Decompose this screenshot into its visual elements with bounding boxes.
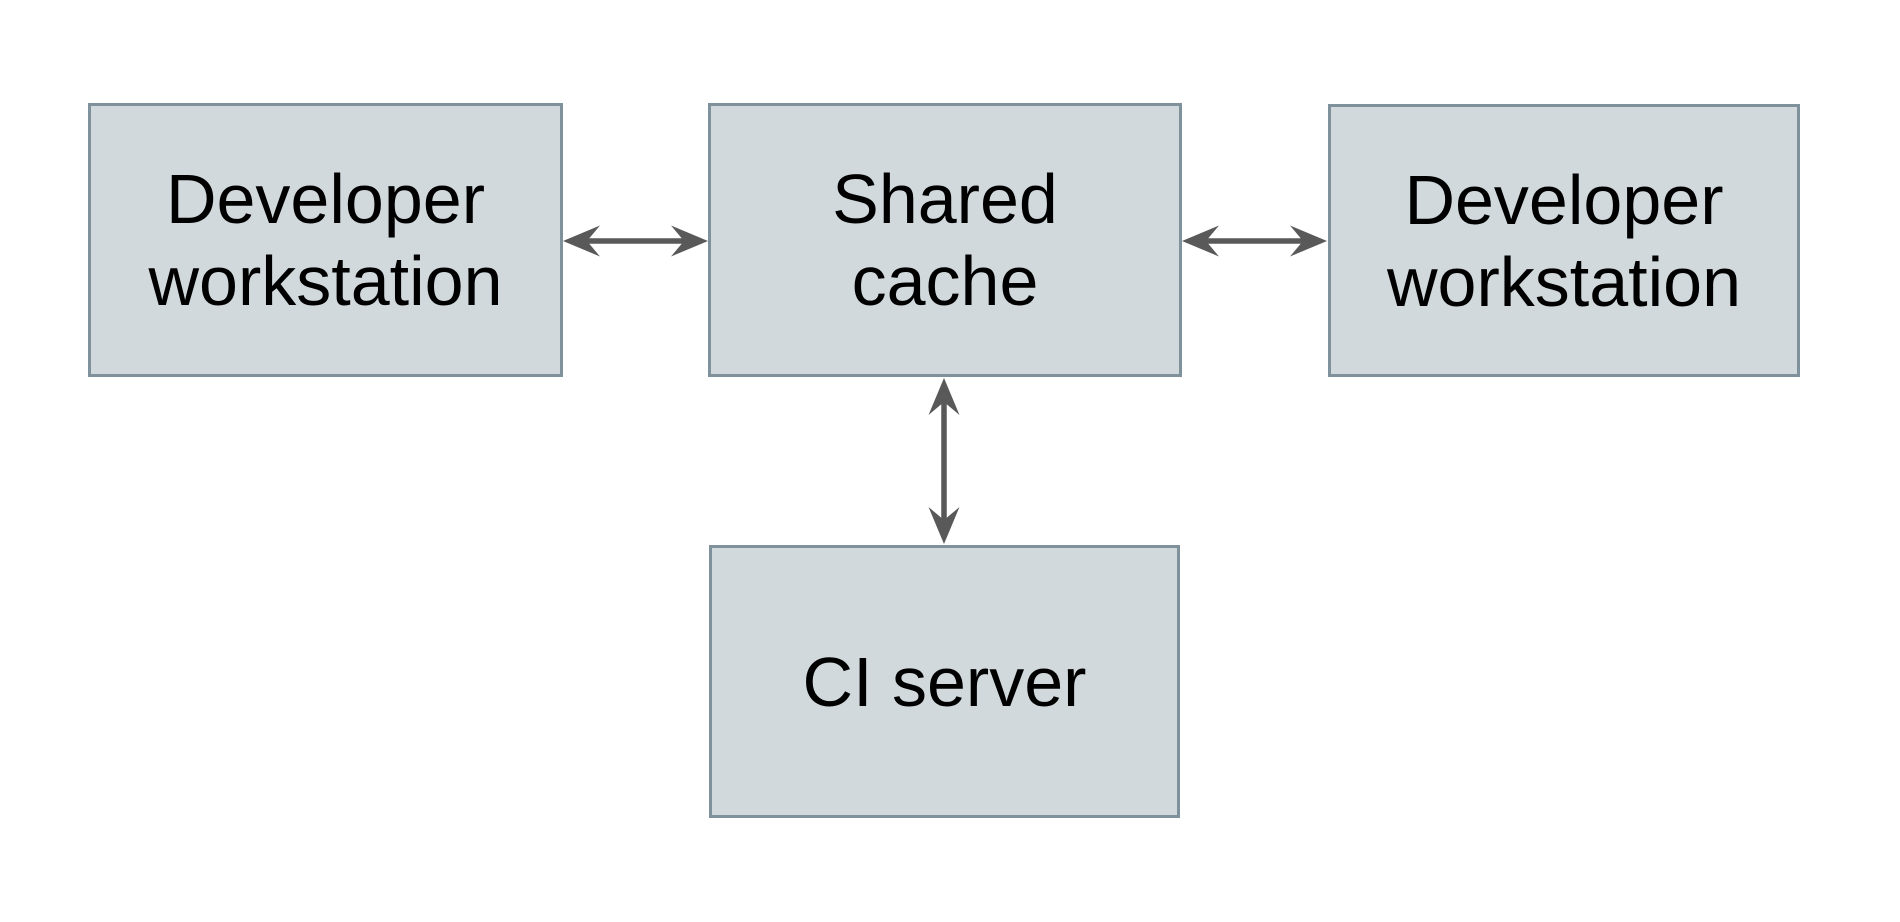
node-label-line: CI server: [802, 642, 1087, 721]
node-label-line: Developer: [165, 160, 486, 238]
node-developer-workstation-left: Developer workstation: [88, 103, 563, 377]
double-arrow-cache-devright-icon: [1182, 225, 1327, 257]
node-shared-cache: Shared cache: [708, 103, 1182, 377]
node-developer-workstation-right: Developer workstation: [1328, 104, 1800, 377]
double-arrow-cache-ciserver-icon: [928, 378, 960, 544]
node-ci-server: CI server: [709, 545, 1180, 818]
node-label-line: cache: [851, 242, 1039, 320]
node-label-line: workstation: [148, 242, 503, 320]
node-label-line: Shared: [832, 160, 1058, 238]
node-label-line: Developer: [1404, 160, 1724, 239]
double-arrow-devleft-cache-icon: [563, 225, 708, 257]
node-label-line: workstation: [1386, 242, 1742, 321]
